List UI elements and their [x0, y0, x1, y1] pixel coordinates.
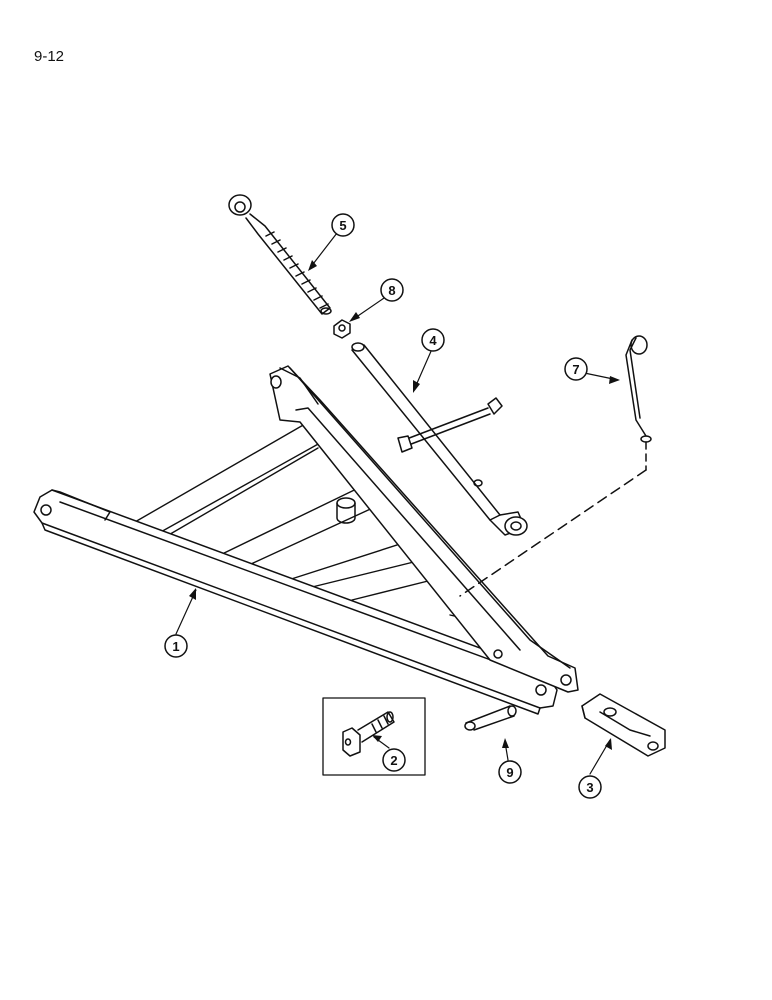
spring-pin — [459, 335, 652, 597]
callout-4-label: 4 — [429, 333, 437, 348]
callout-1: 1 — [164, 634, 188, 658]
threaded-rod — [228, 194, 332, 315]
inset-detail-box — [322, 697, 426, 776]
bushing — [336, 497, 356, 524]
callout-5-label: 5 — [339, 218, 346, 233]
callout-3: 3 — [578, 775, 602, 799]
hitch-pin — [464, 705, 517, 731]
callout-8-label: 8 — [388, 283, 395, 298]
long-bolt — [397, 397, 503, 453]
hex-nut — [333, 319, 351, 339]
callout-2-label: 2 — [390, 753, 397, 768]
callout-8: 8 — [380, 278, 404, 302]
a-frame-drawbar — [33, 365, 579, 715]
page-number: 9-12 — [34, 48, 65, 65]
clevis — [581, 693, 666, 757]
callout-7: 7 — [564, 357, 588, 381]
right-arm — [269, 365, 579, 693]
callout-5: 5 — [331, 213, 355, 237]
callout-3-label: 3 — [586, 780, 593, 795]
callout-7-label: 7 — [572, 362, 579, 377]
callout-9-label: 9 — [506, 765, 513, 780]
callout-2: 2 — [382, 748, 406, 772]
callout-9: 9 — [498, 760, 522, 784]
arrowheads — [189, 260, 620, 750]
left-arm — [33, 489, 558, 715]
callout-1-label: 1 — [172, 639, 179, 654]
callout-4: 4 — [421, 328, 445, 352]
